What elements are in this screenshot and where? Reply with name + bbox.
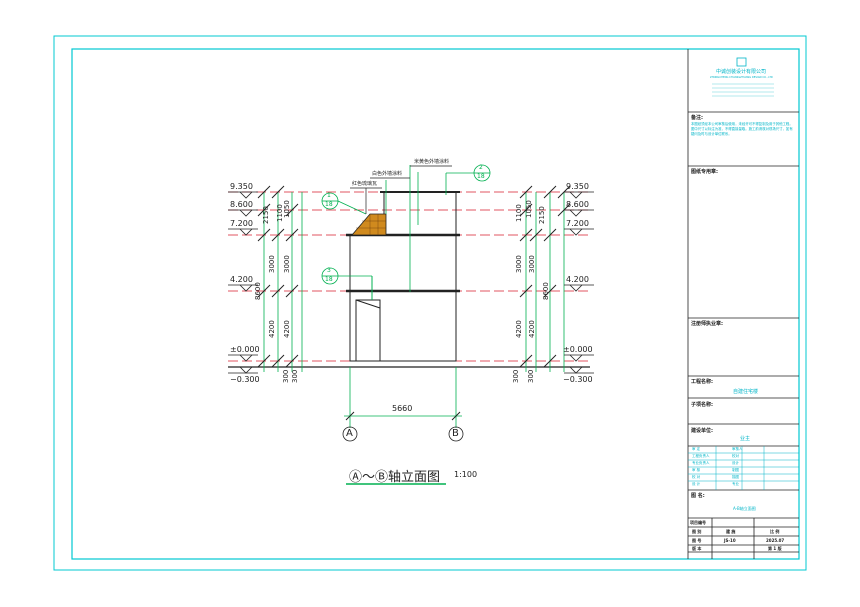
outer-frame [53, 35, 807, 571]
elev-right-0: ±0.000 [563, 345, 593, 354]
elev-left-7200: 7.200 [230, 219, 253, 228]
role-row: 审 核 制图 [688, 467, 799, 474]
dim-right-total: 8600 [542, 282, 550, 300]
elev-left-4200: 4.200 [230, 275, 253, 284]
elev-right-4200: 4.200 [566, 275, 589, 284]
dim-right-2150: 2150 [538, 206, 546, 224]
dim-right-4200b: 4200 [528, 320, 536, 338]
callout-3-top: 3 [327, 267, 331, 274]
unit-label: 建设单位: [691, 428, 713, 434]
unit-value: 业主 [740, 436, 751, 442]
elev-left-9350: 9.350 [230, 182, 253, 191]
dim-left-300a: 300 [282, 369, 290, 383]
dim-left-4200a: 4200 [268, 320, 276, 338]
company-name: 中诚创装设计有限公司 [716, 69, 767, 75]
role-name: 专业负责人 [692, 461, 710, 465]
dim-right-1100: 1100 [515, 204, 523, 222]
callout-2-top: 2 [479, 164, 483, 171]
remark-text: 本图纸须经本公司审核后使用，未经许可不得复制及用于其他工程。图中尺寸以标注为准，… [691, 122, 793, 136]
dim-width: 5660 [392, 404, 413, 413]
grid-2-1: JS-10 [724, 538, 736, 543]
note-roof-tile: 红色琉璃瓦 [352, 181, 378, 187]
elev-right-neg: −0.300 [563, 375, 593, 384]
grid-1-0: 图 别 [692, 529, 702, 534]
role-name: 校 对 [692, 475, 701, 479]
drawing-scale: 1:100 [454, 470, 478, 479]
dim-right-1050: 1050 [525, 200, 533, 218]
elev-left-neg: −0.300 [230, 375, 260, 384]
role-name: 工程负责人 [692, 454, 710, 458]
elev-right-7200: 7.200 [566, 219, 589, 228]
grid-1-2: 比 例 [770, 529, 780, 534]
grid-2-0: 图 号 [692, 538, 702, 543]
role-person: 校对 [732, 454, 739, 458]
elev-left-8600: 8.600 [230, 200, 253, 209]
dim-left-2150: 2150 [262, 206, 270, 224]
role-row: 工程负责人 校对 [688, 453, 799, 460]
dim-left-300b: 300 [291, 369, 299, 383]
callout-3-bot: 18 [325, 276, 333, 283]
role-row: 校 对 描图 [688, 474, 799, 481]
remark-label: 备注: [691, 115, 703, 121]
callout-2-bot: 18 [477, 173, 485, 180]
dim-right-3000a: 3000 [515, 255, 523, 273]
inner-frame [71, 48, 800, 560]
sheet-label: 图 名: [691, 493, 705, 499]
role-name: 审 核 [692, 468, 701, 472]
axis-label-a: A [346, 428, 353, 439]
dim-left-3000a: 3000 [268, 255, 276, 273]
callout-1-top: 1 [327, 192, 331, 199]
project-value: 自建住宅楼 [733, 389, 759, 395]
role-row: 审 定 审核人 [688, 446, 799, 453]
dim-right-4200a: 4200 [515, 320, 523, 338]
callout-1-bot: 18 [325, 201, 333, 208]
dim-left-3000b: 3000 [283, 255, 291, 273]
axis-label-b: B [452, 428, 459, 439]
elev-right-9350: 9.350 [566, 182, 589, 191]
elev-right-8600: 8.600 [566, 200, 589, 209]
grid-3-2: 第 1 版 [768, 546, 782, 551]
role-person: 审核人 [732, 447, 743, 451]
elev-left-0: ±0.000 [230, 345, 260, 354]
role-person: 设计 [732, 461, 739, 465]
grid-3-0: 版 本 [692, 546, 702, 551]
dim-left-4200b: 4200 [283, 320, 291, 338]
reg-stamp-label: 注册师执业章: [691, 321, 724, 327]
role-row: 设 计 专业 [688, 481, 799, 488]
roles-table: 审 定 审核人 工程负责人 校对 专业负责人 设计 审 核 制图 校 对 描图 … [688, 446, 799, 488]
role-row: 专业负责人 设计 [688, 460, 799, 467]
role-person: 制图 [732, 468, 739, 472]
grid-2-2: 2025.07 [766, 538, 785, 543]
sub-label: 子项名称: [691, 402, 713, 408]
role-name: 审 定 [692, 447, 701, 451]
dim-left-1050: 1050 [283, 200, 291, 218]
role-name: 设 计 [692, 482, 701, 486]
note-yellow-paint: 米黄色外墙涂料 [414, 159, 450, 165]
drawing-title: Ⓐ～Ⓑ轴立面图 [349, 470, 441, 485]
elevation-drawing [228, 164, 594, 442]
dim-left-total: 8600 [254, 282, 262, 300]
grid-1-1: 建 施 [726, 529, 736, 534]
dim-right-300a: 300 [512, 369, 520, 383]
company-name-en: ZHONGCHENG CHUANGZHUANG DESIGN CO., LTD [710, 76, 773, 79]
grid-0-0: 项目编号 [690, 520, 706, 525]
company-logo-icon [736, 57, 747, 67]
role-person: 描图 [732, 475, 739, 479]
dim-right-300b: 300 [527, 369, 535, 383]
sheet-value: A-B轴立面图 [733, 506, 756, 511]
project-label: 工程名称: [691, 379, 713, 385]
role-person: 专业 [732, 482, 739, 486]
note-white-paint: 白色外墙涂料 [372, 171, 403, 177]
owner-stamp-label: 图纸专用章: [691, 169, 719, 175]
dim-right-3000b: 3000 [528, 255, 536, 273]
